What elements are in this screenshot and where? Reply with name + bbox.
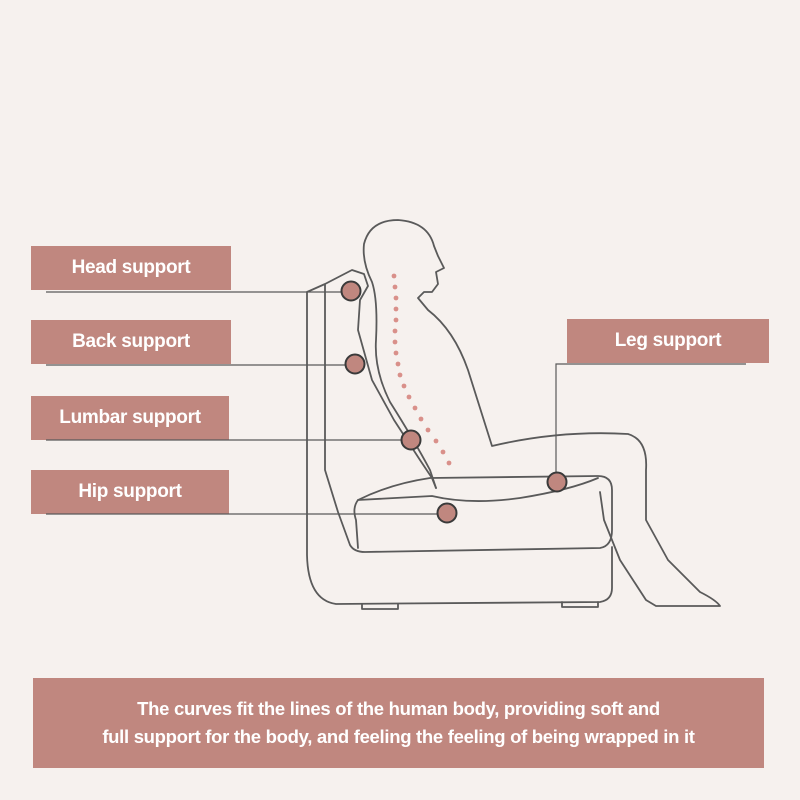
marker-back [344,353,366,375]
chair-foot-left [361,603,399,610]
label-box-hip [31,470,229,514]
caption-line-1: The curves fit the lines of the human bo… [137,698,660,719]
marker-leg [546,471,568,493]
chair-foot-right [561,601,599,608]
spine-dots [391,273,452,466]
marker-lumbar [400,429,422,451]
seat-cushion [357,477,599,502]
marker-hip [436,502,458,524]
leader-line-leg [555,363,746,474]
caption-box [33,678,764,768]
caption-text: The curves fit the lines of the human bo… [33,678,764,768]
label-box-lumbar [31,396,229,440]
label-box-back [31,320,231,364]
label-back-support: Back support [72,331,190,352]
label-leg-support: Leg support [614,330,722,351]
label-hip-support: Hip support [78,481,182,502]
label-box-leg [567,319,769,363]
label-head-support: Head support [71,257,191,278]
marker-head [340,280,362,302]
caption-line-2: full support for the body, and feeling t… [102,726,695,747]
label-lumbar-support: Lumbar support [59,407,201,428]
label-box-head [31,246,231,290]
